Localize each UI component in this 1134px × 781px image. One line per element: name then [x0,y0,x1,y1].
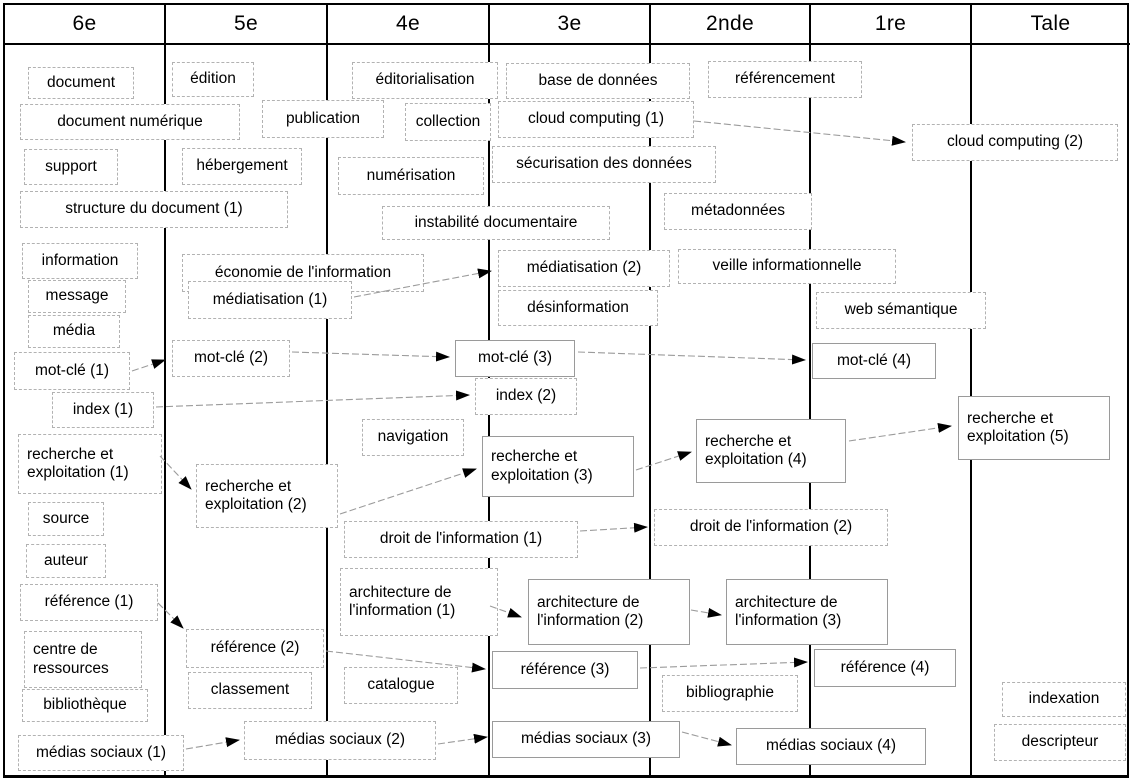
concept-desinformation: désinformation [498,290,658,326]
concept-recherche-exploitation-3: recherche et exploitation (3) [482,436,634,497]
concept-indexation: indexation [1002,682,1126,717]
concept-instabilite-documentaire: instabilité documentaire [382,206,610,240]
concept-publication: publication [262,100,384,138]
concept-hebergement: hébergement [182,148,302,185]
column-divider [809,4,811,777]
concept-cloud-computing-2: cloud computing (2) [912,124,1118,161]
column-header-3e: 3e [557,12,582,35]
concept-numerisation: numérisation [338,157,484,195]
concept-recherche-exploitation-4: recherche et exploitation (4) [696,419,846,483]
concept-architecture-information-3: architecture de l'information (3) [726,579,888,645]
concept-base-de-donnees: base de données [506,63,690,99]
concept-reference-2: référence (2) [186,629,324,668]
concept-information: information [22,243,138,279]
concept-veille-informationnelle: veille informationnelle [678,249,896,284]
concept-auteur: auteur [26,544,106,578]
column-header-1re: 1re [874,12,907,35]
concept-metadonnees: métadonnées [664,193,812,230]
concept-centre-de-ressources: centre de ressources [24,631,142,688]
outer-border [3,3,1129,778]
concept-cloud-computing-1: cloud computing (1) [498,101,694,138]
concept-web-semantique: web sémantique [816,292,986,329]
concept-index-2: index (2) [475,378,577,415]
concept-index-1: index (1) [52,392,154,428]
column-header-5e: 5e [234,12,258,35]
concept-mot-cle-3: mot-clé (3) [455,340,575,377]
column-divider [649,4,651,777]
column-header-Tale: Tale [1030,12,1071,35]
column-divider [326,4,328,777]
concept-mediatisation-1: médiatisation (1) [188,281,352,319]
concept-source: source [28,502,104,536]
concept-mot-cle-4: mot-clé (4) [812,343,936,379]
concept-classement: classement [188,672,312,709]
concept-medias-sociaux-4: médias sociaux (4) [736,728,926,765]
concept-document-numerique: document numérique [20,104,240,140]
concept-mot-cle-1: mot-clé (1) [14,352,130,390]
concept-recherche-exploitation-1: recherche et exploitation (1) [18,434,162,494]
concept-securisation-donnees: sécurisation des données [492,146,716,183]
concept-document: document [28,67,134,99]
concept-message: message [28,280,126,313]
concept-reference-1: référence (1) [20,584,158,621]
concept-catalogue: catalogue [344,667,458,704]
concept-navigation: navigation [362,419,464,456]
column-divider [164,4,166,777]
header-divider-line [4,43,1130,45]
concept-structure-document-1: structure du document (1) [20,191,288,228]
column-header-6e: 6e [72,12,97,35]
concept-droit-information-2: droit de l'information (2) [654,509,888,546]
concept-media: média [28,315,120,348]
concept-droit-information-1: droit de l'information (1) [344,521,578,558]
column-header-4e: 4e [396,12,420,35]
concept-architecture-information-1: architecture de l'information (1) [340,568,498,636]
concept-recherche-exploitation-2: recherche et exploitation (2) [196,464,338,528]
concept-descripteur: descripteur [994,724,1126,761]
concept-medias-sociaux-3: médias sociaux (3) [492,721,680,758]
concept-architecture-information-2: architecture de l'information (2) [528,579,690,645]
concept-mediatisation-2: médiatisation (2) [498,250,670,287]
concept-medias-sociaux-2: médias sociaux (2) [244,721,436,760]
concept-support: support [24,149,118,185]
concept-medias-sociaux-1: médias sociaux (1) [18,735,184,771]
column-header-2nde: 2nde [706,12,754,35]
concept-edition: édition [172,62,254,97]
concept-referencement: référencement [708,61,862,98]
concept-bibliotheque: bibliothèque [22,689,148,722]
concept-reference-3: référence (3) [492,651,638,689]
concept-collection: collection [405,103,491,141]
concept-bibliographie: bibliographie [662,675,798,712]
concept-reference-4: référence (4) [814,649,956,687]
concept-mot-cle-2: mot-clé (2) [172,340,290,377]
concept-editorialisation: éditorialisation [352,62,498,99]
concept-recherche-exploitation-5: recherche et exploitation (5) [958,396,1110,460]
column-divider [970,4,972,777]
